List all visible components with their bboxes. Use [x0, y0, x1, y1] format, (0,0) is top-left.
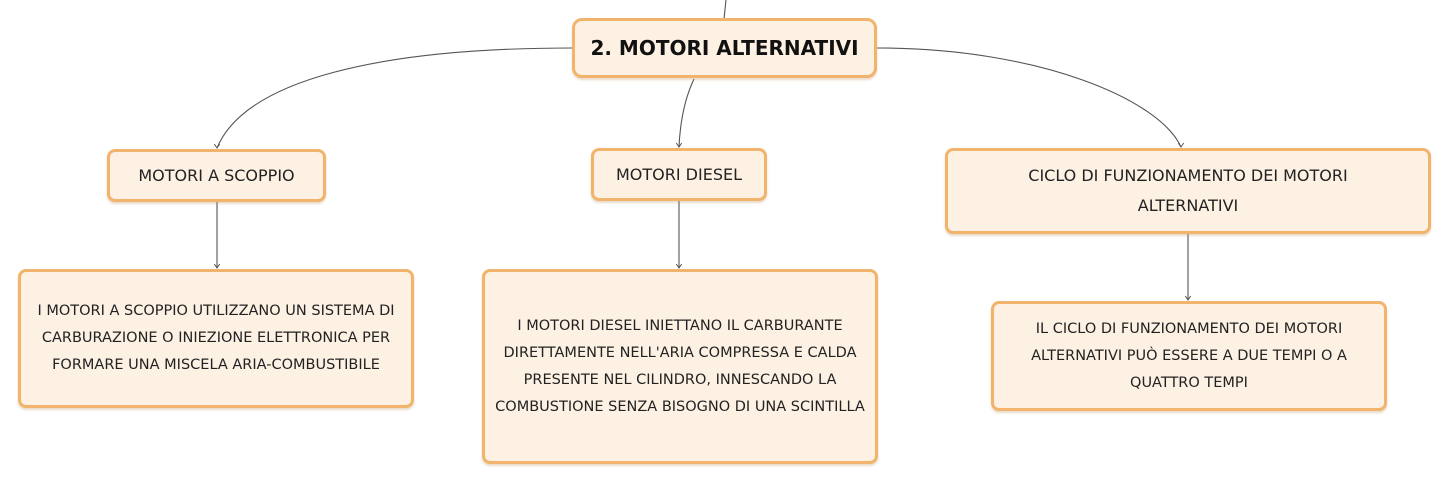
root-topic[interactable]: 2. MOTORI ALTERNATIVI	[572, 18, 877, 78]
topic-motori-diesel[interactable]: MOTORI DIESEL	[591, 148, 767, 201]
detail-text: IL CICLO DI FUNZIONAMENTO DEI MOTORI ALT…	[1031, 320, 1347, 391]
connector-root-to-scoppio	[213, 47, 573, 149]
detail-ciclo-di-funzionamento[interactable]: IL CICLO DI FUNZIONAMENTO DEI MOTORI ALT…	[991, 301, 1387, 411]
topic-label: MOTORI A SCOPPIO	[138, 165, 295, 185]
connector-root-to-ciclo	[876, 47, 1185, 148]
connector-parent-to-root	[723, 0, 727, 20]
detail-text: I MOTORI A SCOPPIO UTILIZZANO UN SISTEMA…	[37, 303, 395, 373]
topic-label: CICLO DI FUNZIONAMENTO DEI MOTORI ALTERN…	[1028, 166, 1348, 215]
topic-motori-a-scoppio[interactable]: MOTORI A SCOPPIO	[107, 149, 326, 202]
topic-ciclo-di-funzionamento[interactable]: CICLO DI FUNZIONAMENTO DEI MOTORI ALTERN…	[945, 148, 1431, 234]
topic-label: MOTORI DIESEL	[615, 164, 742, 184]
detail-motori-diesel[interactable]: I MOTORI DIESEL INIETTANO IL CARBURANTE …	[482, 269, 878, 464]
detail-motori-a-scoppio[interactable]: I MOTORI A SCOPPIO UTILIZZANO UN SISTEMA…	[18, 269, 414, 408]
root-topic-label: 2. MOTORI ALTERNATIVI	[590, 36, 859, 60]
detail-text: I MOTORI DIESEL INIETTANO IL CARBURANTE …	[495, 317, 865, 415]
connector-root-to-diesel	[675, 78, 695, 148]
